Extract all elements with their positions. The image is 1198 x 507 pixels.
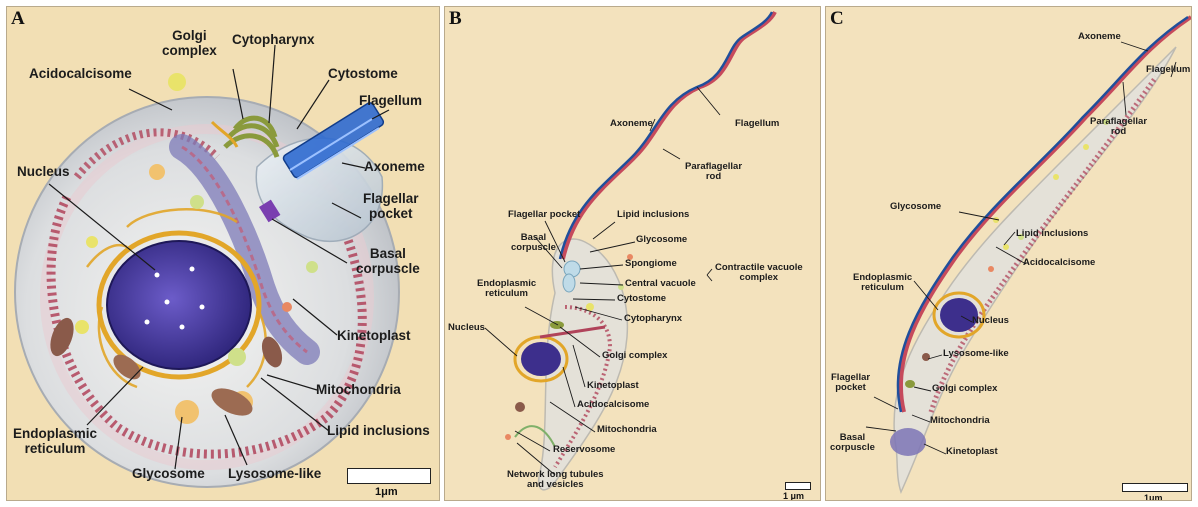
label-a-glycosome: Glycosome <box>132 467 205 482</box>
label-b-nucleus: Nucleus <box>448 323 485 333</box>
label-c-lipid-inclusions: Lipid inclusions <box>1016 229 1088 239</box>
label-b-axoneme: Axoneme <box>610 119 653 129</box>
label-a-cytopharynx: Cytopharynx <box>232 33 315 48</box>
label-a-flagellum: Flagellum <box>359 94 422 109</box>
acidocalcisome-shape <box>168 73 186 91</box>
panel-b: B Axoneme Flagellum Paraflagellar rod Fl… <box>444 6 821 501</box>
label-b-reservosome: Reservosome <box>553 445 615 455</box>
label-a-nucleus: Nucleus <box>17 165 70 180</box>
panel-a-letter: A <box>11 8 25 30</box>
label-b-kinetoplast: Kinetoplast <box>587 381 639 391</box>
panel-b-letter: B <box>449 8 462 30</box>
label-b-contractile-vacuole-complex: Contractile vacuole complex <box>715 263 803 284</box>
label-a-kinetoplast: Kinetoplast <box>337 329 411 344</box>
label-c-flagellum: Flagellum <box>1146 65 1190 75</box>
panel-a: A Acidocalcisome Golgi complex Cytophary… <box>6 6 440 501</box>
scale-label-a: 1μm <box>375 486 398 498</box>
kinetoplast-c-shape <box>890 428 926 456</box>
label-b-network: Network long tubules and vesicles <box>507 470 604 491</box>
label-c-flagellar-pocket: Flagellar pocket <box>831 373 870 394</box>
label-a-acidocalcisome: Acidocalcisome <box>29 67 132 82</box>
label-b-flagellar-pocket: Flagellar pocket <box>508 210 580 220</box>
scale-bar-b <box>785 482 811 490</box>
label-b-paraflagellar-rod: Paraflagellar rod <box>685 162 742 183</box>
label-c-acidocalcisome: Acidocalcisome <box>1023 258 1095 268</box>
label-b-lipid-inclusions: Lipid inclusions <box>617 210 689 220</box>
label-c-nucleus: Nucleus <box>972 316 1009 326</box>
label-a-basal-corpuscle: Basal corpuscle <box>356 247 420 277</box>
panel-c-letter: C <box>830 8 844 30</box>
label-b-cytopharynx: Cytopharynx <box>624 314 682 324</box>
label-c-mitochondria: Mitochondria <box>930 416 990 426</box>
label-b-er: Endoplasmic reticulum <box>477 279 536 300</box>
label-b-golgi-complex: Golgi complex <box>602 351 667 361</box>
panel-c-illustration <box>826 7 1192 501</box>
scale-bar-a <box>347 468 431 484</box>
label-b-spongiome: Spongiome <box>625 259 677 269</box>
label-a-mitochondria: Mitochondria <box>316 383 401 398</box>
label-b-glycosome: Glycosome <box>636 235 687 245</box>
scale-label-b: 1 μm <box>783 491 804 501</box>
scale-bar-c <box>1122 483 1188 492</box>
label-b-cytostome: Cytostome <box>617 294 666 304</box>
label-b-central-vacuole: Central vacuole <box>625 279 696 289</box>
label-c-axoneme: Axoneme <box>1078 32 1121 42</box>
label-c-glycosome: Glycosome <box>890 202 941 212</box>
label-a-flagellar-pocket: Flagellar pocket <box>363 192 419 222</box>
label-b-acidocalcisome: Acidocalcisome <box>577 400 649 410</box>
label-a-lipid-inclusions: Lipid inclusions <box>327 424 430 439</box>
label-c-basal-corpuscle: Basal corpuscle <box>830 433 875 454</box>
nucleus-b-shape <box>515 337 567 381</box>
label-b-mitochondria: Mitochondria <box>597 425 657 435</box>
label-c-golgi-complex: Golgi complex <box>932 384 997 394</box>
label-a-lysosome-like: Lysosome-like <box>228 467 321 482</box>
label-a-axoneme: Axoneme <box>364 160 425 175</box>
label-c-kinetoplast: Kinetoplast <box>946 447 998 457</box>
flagellum-b-shape <box>560 12 775 259</box>
label-a-cytostome: Cytostome <box>328 67 398 82</box>
panel-c: C Axoneme Flagellum Paraflagellar rod Gl… <box>825 6 1192 501</box>
label-a-er: Endoplasmic reticulum <box>13 427 97 457</box>
label-b-flagellum: Flagellum <box>735 119 779 129</box>
scale-label-c: 1μm <box>1144 493 1163 501</box>
glycosome-shape <box>175 400 199 424</box>
label-c-paraflagellar-rod: Paraflagellar rod <box>1090 117 1147 138</box>
label-b-basal-corpuscle: Basal corpuscle <box>511 233 556 254</box>
label-c-lysosome-like: Lysosome-like <box>943 349 1009 359</box>
label-a-golgi: Golgi complex <box>162 29 217 59</box>
label-c-er: Endoplasmic reticulum <box>853 273 912 294</box>
